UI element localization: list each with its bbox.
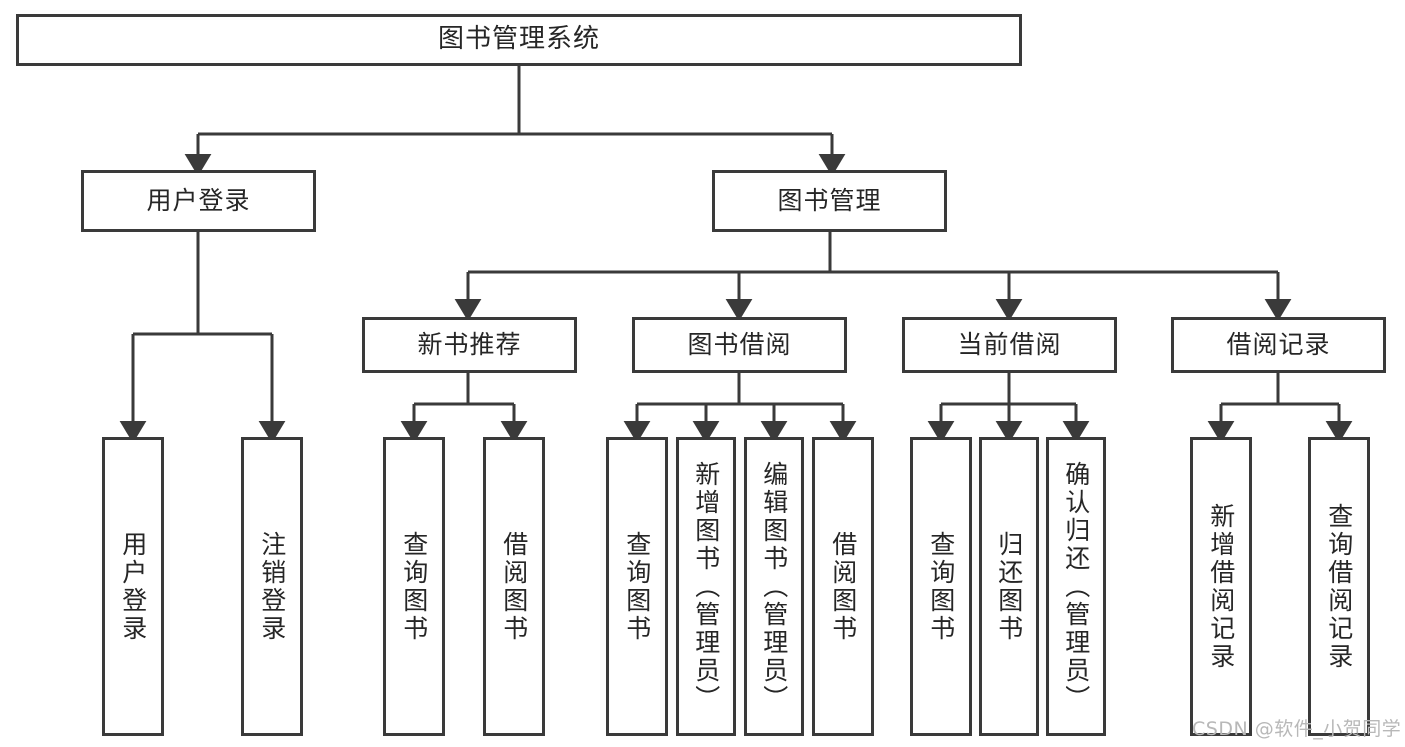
leaf-label: 查询图书 [622,530,652,643]
node-label: 图书管理系统 [437,24,600,55]
node-root-system[interactable]: 图书管理系统 [16,14,1022,66]
node-label: 用户登录 [146,185,251,215]
leaf-user-login-signout[interactable]: 注销登录 [241,437,303,736]
node-book-borrow[interactable]: 图书借阅 [632,317,847,373]
node-label: 当前借阅 [957,329,1062,359]
leaf-new-book-query[interactable]: 查询图书 [383,437,445,736]
node-label: 图书借阅 [687,329,792,359]
leaf-record-query-record[interactable]: 查询借阅记录 [1308,437,1370,736]
node-label: 新书推荐 [417,329,522,359]
leaf-label: 新增借阅记录 [1206,502,1236,671]
leaf-label: 注销登录 [257,530,287,643]
node-current-borrow[interactable]: 当前借阅 [902,317,1117,373]
leaf-record-add-record[interactable]: 新增借阅记录 [1190,437,1252,736]
leaf-label: 借阅图书 [499,530,529,643]
leaf-user-login-signin[interactable]: 用户登录 [102,437,164,736]
leaf-label: 归还图书 [994,530,1024,643]
leaf-label: 用户登录 [118,530,148,643]
leaf-borrow-query-book[interactable]: 查询图书 [606,437,668,736]
node-label: 借阅记录 [1226,329,1331,359]
node-label: 图书管理 [777,185,882,215]
leaf-new-book-borrow[interactable]: 借阅图书 [483,437,545,736]
leaf-label: 确认归还（管理员） [1061,460,1091,713]
leaf-current-query-book[interactable]: 查询图书 [910,437,972,736]
leaf-label: 查询图书 [399,530,429,643]
watermark-text: CSDN @软件_小贺同学 [1192,718,1402,740]
leaf-label: 查询借阅记录 [1324,502,1354,671]
leaf-borrow-edit-book-admin[interactable]: 编辑图书（管理员） [744,437,804,736]
leaf-label: 查询图书 [926,530,956,643]
leaf-label: 编辑图书（管理员） [759,460,789,713]
leaf-current-confirm-return-admin[interactable]: 确认归还（管理员） [1046,437,1106,736]
node-borrow-record[interactable]: 借阅记录 [1171,317,1386,373]
node-new-book-recommend[interactable]: 新书推荐 [362,317,577,373]
leaf-borrow-add-book-admin[interactable]: 新增图书（管理员） [676,437,736,736]
leaf-label: 借阅图书 [828,530,858,643]
node-user-login[interactable]: 用户登录 [81,170,316,232]
leaf-borrow-borrow-book[interactable]: 借阅图书 [812,437,874,736]
node-book-manage[interactable]: 图书管理 [712,170,947,232]
leaf-current-return-book[interactable]: 归还图书 [979,437,1039,736]
leaf-label: 新增图书（管理员） [691,460,721,713]
